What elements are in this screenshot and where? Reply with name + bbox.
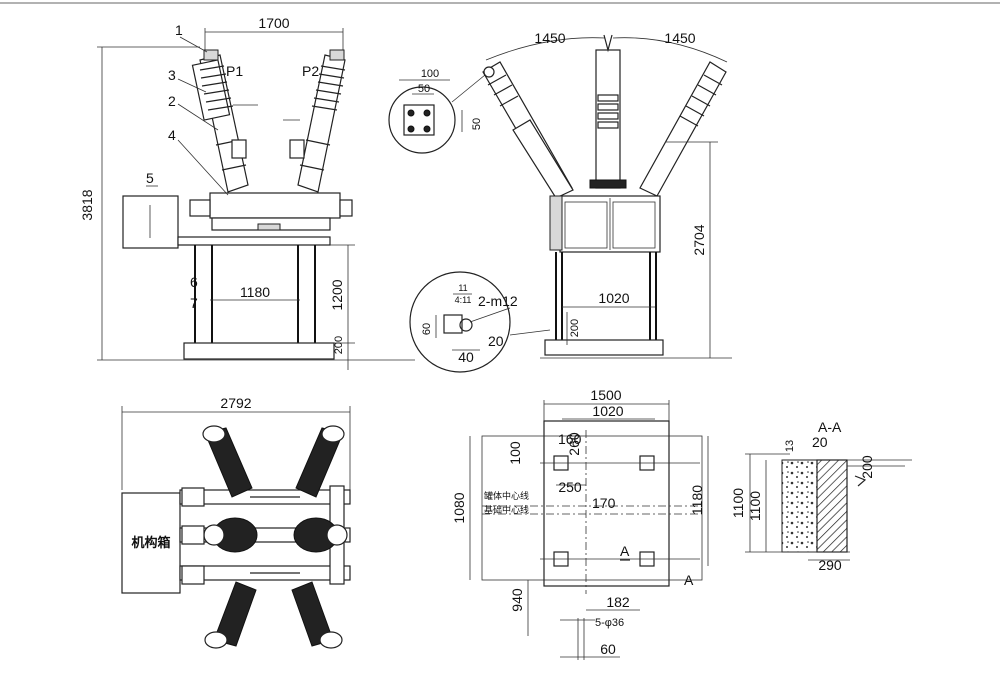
dim-260: 260 xyxy=(566,432,582,456)
dim-support-height: 1200 xyxy=(329,279,345,310)
side-view: 1450 1450 xyxy=(482,30,732,359)
bolt-dim-width: 40 xyxy=(458,349,474,365)
mechanism-box-front xyxy=(122,195,179,249)
part-label-4: 4 xyxy=(168,127,176,143)
label-foundation-centerline: 基础中心线 xyxy=(484,504,529,516)
plan-bushings xyxy=(202,425,348,649)
mechanism-box xyxy=(121,492,181,594)
dim-60: 60 xyxy=(600,641,616,657)
section-aa: A-A 1100 1100 290 13 20 200 xyxy=(730,419,912,573)
terminal-label-p2: P2 xyxy=(302,63,319,79)
dim-overall-height: 3818 xyxy=(79,189,95,220)
dim-side-base-height: 200 xyxy=(569,319,581,337)
section-dim-20: 20 xyxy=(812,434,828,450)
bolt-detail: 11 4:11 2-m12 60 20 40 xyxy=(409,271,551,373)
dim-top-width: 1700 xyxy=(258,15,289,31)
dim-foundation-inner-width: 1020 xyxy=(592,403,623,419)
bolt-scale-top: 11 xyxy=(458,283,467,293)
dim-170: 170 xyxy=(592,495,616,511)
label-tank-centerline: 罐体中心线 xyxy=(484,490,529,502)
right-bushing xyxy=(297,49,346,193)
dim-940: 940 xyxy=(509,588,525,612)
tank xyxy=(209,192,341,219)
part-label-5: 5 xyxy=(146,170,154,186)
dim-250: 250 xyxy=(558,479,582,495)
dim-160: 160 xyxy=(558,431,582,447)
section-dim-width: 290 xyxy=(818,557,842,573)
foundation-plan: 1500 1020 罐体中心线 基础中心线 1080 1180 100 160 … xyxy=(451,387,709,660)
dim-left-span: 1450 xyxy=(534,30,565,46)
hole-spec: 5-φ36 xyxy=(595,617,624,629)
mechanism-box-label: 机构箱 xyxy=(131,535,170,551)
dim-terminal-pitch-h: 50 xyxy=(418,83,430,95)
terminal-detail: 100 50 50 xyxy=(388,68,486,154)
section-dim-h2: 1100 xyxy=(747,491,763,521)
part-label-2: 2 xyxy=(168,93,176,109)
part-label-1: 1 xyxy=(175,22,183,38)
part-label-3: 3 xyxy=(168,67,176,83)
dim-base-height: 200 xyxy=(333,336,345,354)
bolt-scale-bottom: 4:11 xyxy=(455,295,472,305)
dim-foundation-inner-height: 1180 xyxy=(689,485,705,515)
section-mark-a-left: A xyxy=(620,543,630,559)
section-dim-200: 200 xyxy=(859,455,875,479)
section-dim-h1: 1100 xyxy=(730,488,746,518)
plan-view: 2792 机构箱 xyxy=(121,395,351,649)
part-label-6: 6 xyxy=(190,274,198,290)
dim-plan-width: 2792 xyxy=(220,395,251,411)
bolt-dim-height: 60 xyxy=(421,323,433,335)
front-view: 3818 1700 xyxy=(79,15,415,370)
section-dim-13: 13 xyxy=(784,440,796,452)
part-label-7: 7 xyxy=(190,295,198,311)
dim-100: 100 xyxy=(507,441,523,465)
dim-side-support-spacing: 1020 xyxy=(598,290,629,306)
dim-foundation-outer-height: 1080 xyxy=(451,492,467,523)
dim-support-spacing: 1180 xyxy=(240,284,270,300)
dim-terminal-pitch-v: 50 xyxy=(471,118,483,130)
section-mark-a-right: A xyxy=(684,572,694,588)
section-title: A-A xyxy=(818,419,842,435)
foundation-base xyxy=(183,342,335,360)
dim-182: 182 xyxy=(606,594,630,610)
bolt-spec-label: 2-m12 xyxy=(478,293,518,309)
dim-side-height: 2704 xyxy=(691,224,707,255)
bolt-dim-offset: 20 xyxy=(488,333,504,349)
terminal-label-p1: P1 xyxy=(226,63,243,79)
dim-right-span: 1450 xyxy=(664,30,695,46)
dim-foundation-outer-width: 1500 xyxy=(590,387,621,403)
dim-terminal-width: 100 xyxy=(421,68,439,80)
